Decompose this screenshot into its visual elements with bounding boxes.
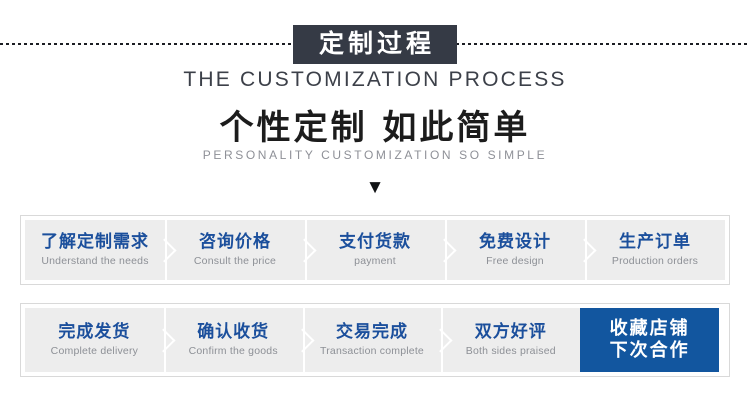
step-label-en: Confirm the goods	[188, 345, 278, 358]
step-understand-the-needs[interactable]: 了解定制需求 Understand the needs	[25, 220, 165, 280]
step-consult-the-price[interactable]: 咨询价格 Consult the price	[165, 220, 305, 280]
section-title-badge: 定制过程	[292, 24, 457, 64]
step-label-cn: 确认收货	[197, 321, 270, 342]
step-complete-delivery[interactable]: 完成发货 Complete delivery	[25, 308, 164, 372]
headline-chinese: 个性定制 如此简单	[219, 108, 531, 148]
cta-label-line2: 下次合作	[609, 340, 690, 361]
step-label-cn: 交易完成	[335, 321, 408, 342]
section-subtitle-english: THE CUSTOMIZATION PROCESS	[183, 68, 567, 91]
step-label-en: Complete delivery	[50, 345, 139, 358]
step-label-cn: 生产订单	[619, 231, 691, 252]
headline-english: PERSONALITY CUSTOMIZATION SO SIMPLE	[202, 148, 548, 162]
section-title-row: 定制过程	[0, 22, 750, 66]
step-label-en: Both sides praised	[465, 345, 556, 358]
step-label-cn: 免费设计	[479, 231, 551, 252]
step-label-cn: 支付货款	[339, 231, 411, 252]
step-label-en: Understand the needs	[41, 255, 149, 268]
step-free-design[interactable]: 免费设计 Free design	[445, 220, 585, 280]
process-row-2: 完成发货 Complete delivery 确认收货 Confirm the …	[20, 303, 730, 377]
process-row-2-steps: 完成发货 Complete delivery 确认收货 Confirm the …	[25, 308, 725, 372]
cta-label-line1: 收藏店铺	[609, 317, 690, 339]
step-production-orders[interactable]: 生产订单 Production orders	[585, 220, 725, 280]
process-row-1: 了解定制需求 Understand the needs 咨询价格 Consult…	[20, 215, 730, 285]
step-both-sides-praised[interactable]: 双方好评 Both sides praised	[441, 308, 581, 372]
step-label-cn: 双方好评	[474, 321, 547, 342]
step-transaction-complete[interactable]: 交易完成 Transaction complete	[302, 308, 442, 372]
step-label-cn: 了解定制需求	[41, 231, 149, 252]
step-label-en: Production orders	[611, 255, 699, 268]
process-row-1-steps: 了解定制需求 Understand the needs 咨询价格 Consult…	[25, 220, 725, 280]
step-label-en: Transaction complete	[319, 345, 424, 358]
header-section: 定制过程 THE CUSTOMIZATION PROCESS 个性定制 如此简单…	[0, 0, 750, 200]
step-confirm-the-goods[interactable]: 确认收货 Confirm the goods	[163, 308, 303, 372]
step-label-en: Consult the price	[193, 255, 277, 268]
step-payment[interactable]: 支付货款 payment	[305, 220, 445, 280]
step-label-cn: 完成发货	[58, 321, 131, 342]
favorite-shop-cta-button[interactable]: 收藏店铺 下次合作	[580, 308, 719, 372]
step-label-en: payment	[354, 255, 396, 268]
step-label-en: Free design	[486, 255, 544, 268]
step-label-cn: 咨询价格	[199, 231, 271, 252]
arrow-down-icon: ▼	[365, 177, 385, 198]
